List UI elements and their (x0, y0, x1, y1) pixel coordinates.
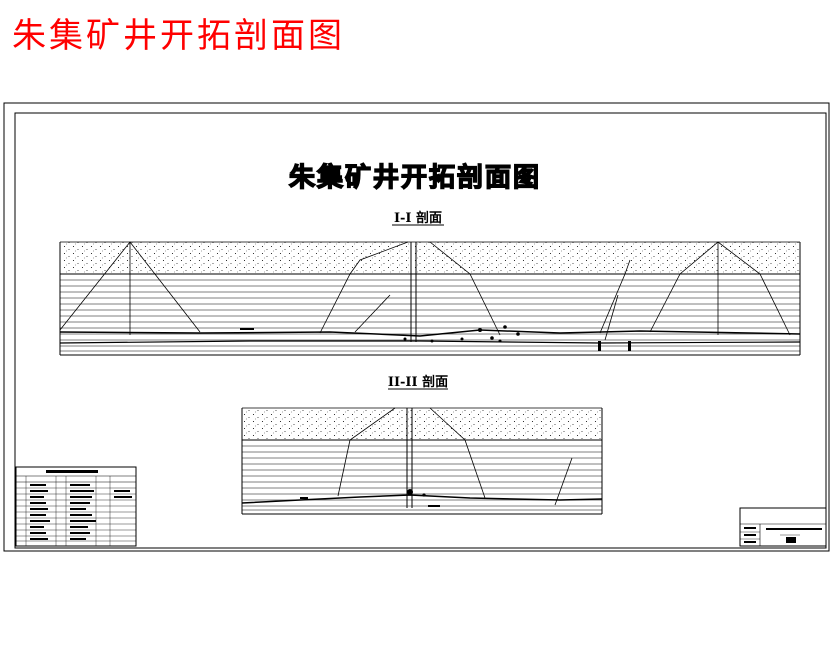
section-2-profile (241, 407, 603, 515)
legend-table (15, 466, 137, 547)
page-title: 朱集矿井开拓剖面图 (12, 16, 345, 56)
drawing-title: 朱集矿井开拓剖面图 (289, 162, 541, 193)
title-block (739, 507, 827, 547)
section-1-label: I-I 剖面 (394, 210, 442, 226)
inner-frame (14, 112, 827, 549)
section-2-label: II-II 剖面 (388, 374, 448, 390)
section-1-profile (59, 241, 801, 356)
outer-frame (3, 102, 830, 552)
